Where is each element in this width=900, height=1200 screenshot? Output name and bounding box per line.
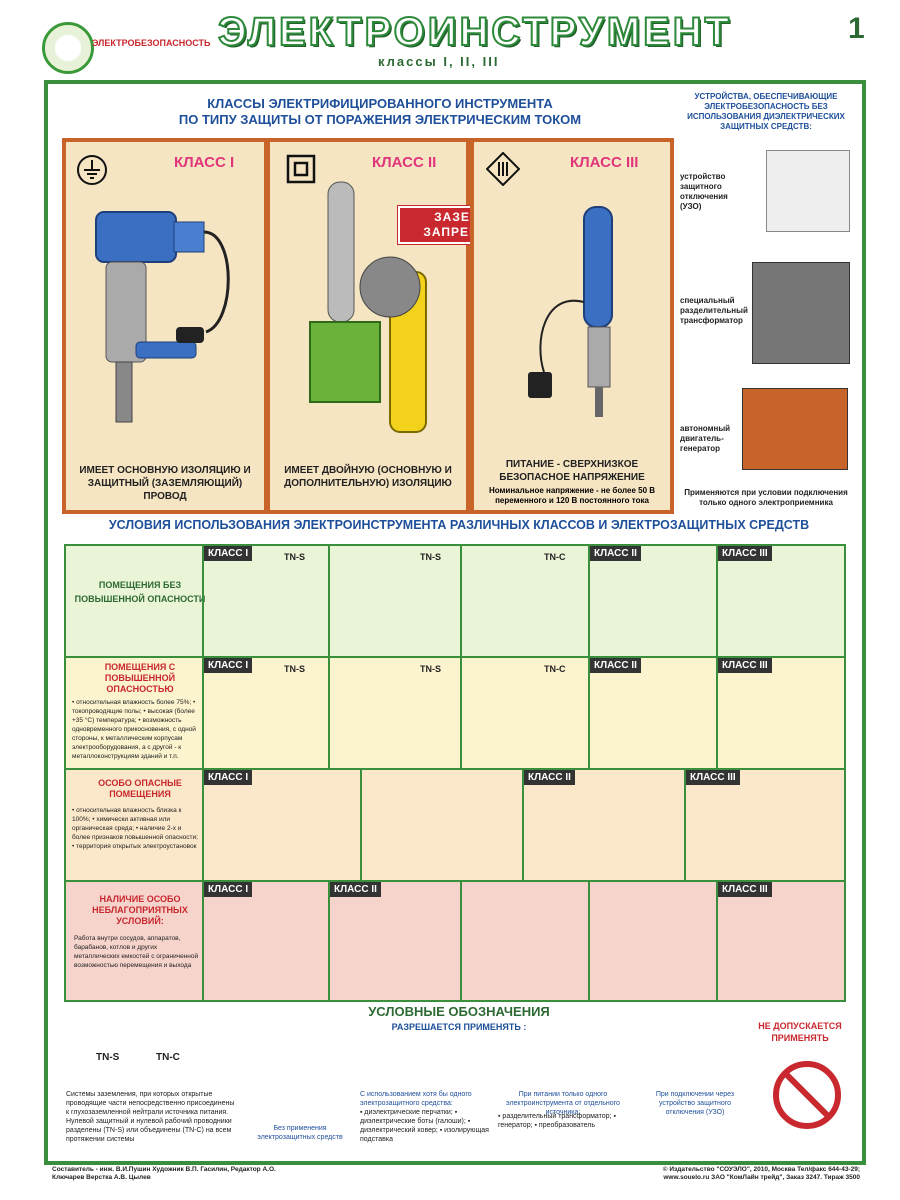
row2-cell4: КЛАСС II: [588, 658, 716, 768]
class-tag: КЛАСС I: [204, 658, 253, 673]
row1-cell5: КЛАСС III: [716, 546, 844, 656]
poster-subtitle: классы I, II, III: [378, 54, 500, 69]
class2-caption: ИМЕЕТ ДВОЙНУЮ (ОСНОВНУЮ И ДОПОЛНИТЕЛЬНУЮ…: [284, 465, 452, 489]
class2-panel: КЛАСС II ЗАЗЕМЛЯТЬ ЗАПРЕЩАЕТСЯ ИМЕЕТ ДВО…: [266, 138, 555, 514]
tn-s-tag: TN-S: [284, 664, 305, 674]
tn-s-tag: TN-S: [420, 664, 441, 674]
row4-cell5: КЛАСС III: [716, 882, 844, 1000]
classes-title-line1: КЛАССЫ ЭЛЕКТРИФИЦИРОВАННОГО ИНСТРУМЕНТА: [207, 96, 553, 111]
row3-bullets: • относительная влажность близка к 100%;…: [72, 807, 198, 850]
legend-tnc: TN-C: [156, 1052, 180, 1063]
devices-note: Применяются при условии подключения толь…: [684, 488, 848, 507]
class-tag: КЛАСС II: [590, 658, 641, 673]
row2-cell2: TN-S: [328, 658, 460, 768]
row-increased-danger: ПОМЕЩЕНИЯ С ПОВЫШЕННОЙ ОПАСНОСТЬЮ • отно…: [64, 656, 846, 770]
device-uzo-label: устройство защитного отключения (УЗО): [680, 172, 728, 211]
ground-symbol-icon: [77, 155, 107, 185]
tn-s-tag: TN-S: [420, 552, 441, 562]
row1-cell3: TN-C: [460, 546, 588, 656]
row4-cell1: КЛАСС I: [202, 882, 328, 1000]
row1-label: ПОМЕЩЕНИЯ БЕЗ ПОВЫШЕННОЙ ОПАСНОСТИ: [74, 580, 206, 604]
row3-cell2: [360, 770, 522, 880]
generator-image: [742, 388, 848, 470]
drill-icon: [95, 211, 230, 423]
double-insulation-icon: [286, 154, 316, 184]
row3-cell3: КЛАСС II: [522, 770, 684, 880]
row1-cell2: TN-S: [328, 546, 460, 656]
legend-not-allowed: НЕ ДОПУСКАЕТСЯ ПРИМЕНЯТЬ: [758, 1021, 842, 1043]
row4-cell2: КЛАСС II: [328, 882, 460, 1000]
class1-name: КЛАСС I: [174, 154, 235, 171]
class-tag: КЛАСС III: [718, 658, 772, 673]
tn-c-tag: TN-C: [544, 552, 566, 562]
class1-caption: ИМЕЕТ ОСНОВНУЮ ИЗОЛЯЦИЮ И ЗАЩИТНЫЙ (ЗАЗЕ…: [79, 465, 251, 502]
device-generator-label: автономный двигатель-генератор: [680, 424, 731, 453]
classes-title: КЛАССЫ ЭЛЕКТРИФИЦИРОВАННОГО ИНСТРУМЕНТА …: [120, 96, 640, 128]
row-especially-dangerous: ОСОБО ОПАСНЫЕ ПОМЕЩЕНИЯ • относительная …: [64, 768, 846, 882]
footer-publisher: © Издательство "СОУЭЛО", 2010, Москва Те…: [662, 1166, 860, 1181]
row3-label: ОСОБО ОПАСНЫЕ ПОМЕЩЕНИЯ: [98, 778, 182, 799]
transformer-image: [752, 262, 850, 364]
class-tag: КЛАСС III: [718, 546, 772, 561]
class-tag: КЛАСС II: [524, 770, 575, 785]
row2-bullets: • относительная влажность более 75%; • т…: [72, 699, 196, 760]
poster-title: ЭЛЕКТРОИНСТРУМЕНТ: [217, 9, 733, 55]
class3-name: КЛАСС III: [570, 154, 639, 171]
class-tag: КЛАСС II: [330, 882, 381, 897]
row-unfavorable: НАЛИЧИЕ ОСОБО НЕБЛАГОПРИЯТНЫХ УСЛОВИЙ: Р…: [64, 880, 846, 1002]
devices-title: УСТРОЙСТВА, ОБЕСПЕЧИВАЮЩИЕ ЭЛЕКТРОБЕЗОПА…: [687, 92, 845, 131]
legend-uzo-text: При подключении через устройство защитно…: [655, 1091, 735, 1116]
row4-bullets: Работа внутри сосудов, аппаратов, бараба…: [74, 935, 199, 969]
chainsaw-grinder-icon: [309, 181, 427, 433]
conditions-title: УСЛОВИЯ ИСПОЛЬЗОВАНИЯ ЭЛЕКТРОИНСТРУМЕНТА…: [108, 518, 810, 532]
device-transformer-label: специальный разделительный трансформатор: [680, 296, 748, 325]
class3-panel: КЛАСС III ПИТАНИЕ - СВЕРХНИЗКОЕ БЕЗОПАСН…: [470, 138, 674, 514]
row4-label: НАЛИЧИЕ ОСОБО НЕБЛАГОПРИЯТНЫХ УСЛОВИЙ:: [92, 894, 188, 926]
class-tag: КЛАСС I: [204, 770, 253, 785]
class3-note: Номинальное напряжение - не более 50 В п…: [488, 486, 656, 505]
row1-cell1: КЛАСС I TN-S: [202, 546, 328, 656]
class-tag: КЛАСС II: [590, 546, 641, 561]
legend-tns: TN-S: [96, 1052, 120, 1063]
row2-cell5: КЛАСС III: [716, 658, 844, 768]
tn-s-tag: TN-S: [284, 552, 305, 562]
legend-power-items: ▪ разделительный трансформатор; ▪ генера…: [498, 1113, 616, 1129]
low-voltage-drill-icon: [528, 206, 613, 417]
row1-cell4: КЛАСС II: [588, 546, 716, 656]
sheet-number: 1: [848, 12, 865, 45]
classes-title-line2: ПО ТИПУ ЗАЩИТЫ ОТ ПОРАЖЕНИЯ ЭЛЕКТРИЧЕСКИ…: [178, 112, 582, 127]
row4-cell3: [460, 882, 588, 1000]
class-tag: КЛАСС I: [204, 546, 253, 561]
class-tag: КЛАСС I: [204, 882, 253, 897]
legend-title: УСЛОВНЫЕ ОБОЗНАЧЕНИЯ: [368, 1004, 550, 1019]
logo-caption: ЭЛЕКТРОБЕЗОПАСНОСТЬ: [92, 38, 211, 48]
row3-cell4: КЛАСС III: [684, 770, 844, 880]
legend-protection-items: ▪ диэлектрические перчатки; ▪ диэлектрич…: [360, 1109, 489, 1143]
class3-caption: ПИТАНИЕ - СВЕРХНИЗКОЕ БЕЗОПАСНОЕ НАПРЯЖЕ…: [499, 459, 645, 483]
row2-label: ПОМЕЩЕНИЯ С ПОВЫШЕННОЙ ОПАСНОСТЬЮ: [104, 662, 176, 694]
class-tag: КЛАСС III: [718, 882, 772, 897]
class3-symbol-icon: [486, 152, 520, 186]
legend-no-protection: Без применения электрозащитных средств: [257, 1125, 343, 1141]
tn-c-tag: TN-C: [544, 664, 566, 674]
row3-cell1: КЛАСС I: [202, 770, 360, 880]
legend-grounding-text: Системы заземления, при которых открытые…: [66, 1091, 235, 1143]
legend-allowed: РАЗРЕШАЕТСЯ ПРИМЕНЯТЬ :: [391, 1022, 527, 1032]
logo-emblem: [42, 22, 94, 74]
class-tag: КЛАСС III: [686, 770, 740, 785]
row2-cell3: TN-C: [460, 658, 588, 768]
row2-cell1: КЛАСС I TN-S: [202, 658, 328, 768]
uzo-device-image: [766, 150, 850, 232]
class1-panel: КЛАСС I ИМЕЕТ ОСНОВНУЮ ИЗОЛЯЦИЮ И ЗАЩИТН…: [62, 138, 268, 514]
footer-credits: Составитель - инж. В.И.Пушин Художник В.…: [52, 1166, 276, 1181]
legend-with-protection: С использованием хотя бы одного электроз…: [360, 1091, 472, 1107]
prohibited-icon: [773, 1061, 841, 1129]
legend-power-from: При питании только одного электроинструм…: [506, 1091, 620, 1116]
class2-name: КЛАСС II: [372, 154, 437, 171]
row4-cell4: [588, 882, 716, 1000]
row-normal: ПОМЕЩЕНИЯ БЕЗ ПОВЫШЕННОЙ ОПАСНОСТИ КЛАСС…: [64, 544, 846, 658]
